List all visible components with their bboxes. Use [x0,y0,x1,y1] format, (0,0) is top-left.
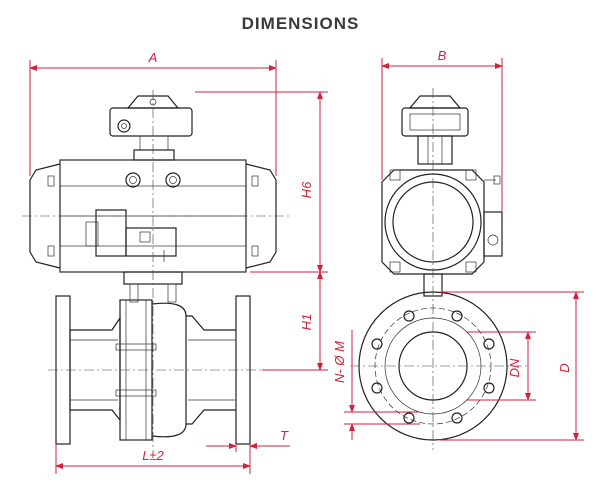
dim-label-b: B [438,48,447,63]
dim-label-a: A [148,50,158,65]
front-view [22,90,290,455]
dim-label-dn: DN [507,358,522,377]
dim-label-h1: H1 [299,314,314,331]
dim-label-d: D [557,363,572,372]
side-actuator-face [381,169,503,275]
limit-switch-box [109,95,193,161]
dim-label-bolt-holes: N- Ø M [332,341,347,383]
dim-label-l: L±2 [142,448,164,463]
dimension-lines [29,58,584,474]
dim-label-t: T [280,428,289,443]
dim-label-h6: H6 [299,181,314,198]
side-switch-box [401,95,469,165]
page-title: DIMENSIONS [241,14,360,33]
side-view [350,88,530,450]
